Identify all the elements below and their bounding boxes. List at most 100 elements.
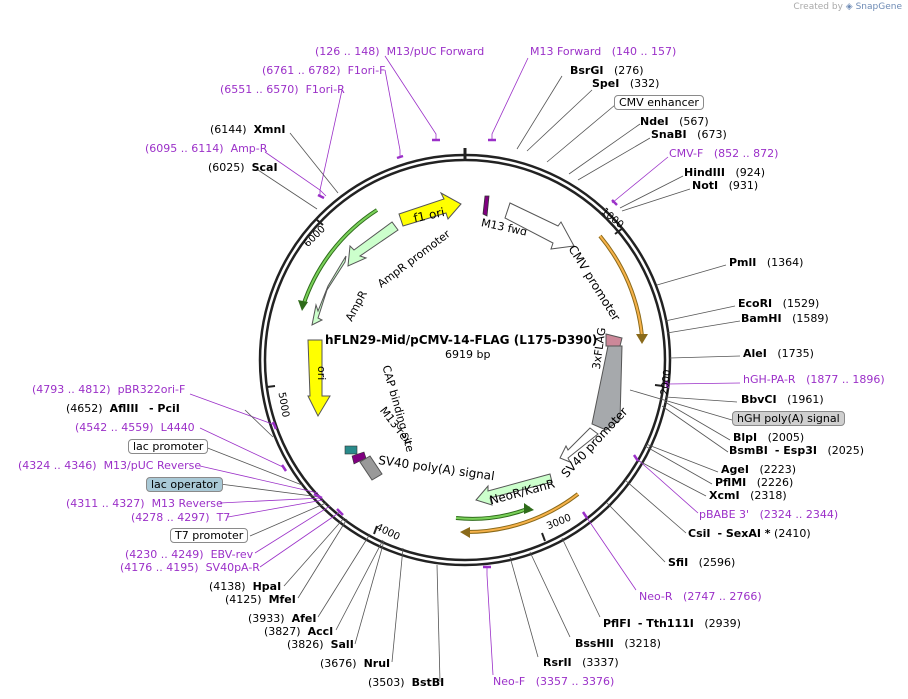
pos: (4138) [209,580,246,593]
pos: (2410) [774,527,811,540]
primer-mark-pbabe3 [632,454,640,462]
label-pflfi[interactable]: PflFI - Tth111I (2939) [603,617,741,630]
tick-2000 [654,384,664,387]
label-afei[interactable]: (3933) AfeI [248,612,316,625]
leader-cmv-enhancer [546,104,616,163]
label-blpi[interactable]: BlpI (2005) [733,431,804,444]
name: NdeI [640,115,669,128]
name: HindIII [684,166,725,179]
name: CsiI [688,527,711,540]
label-bsmbi[interactable]: BsmBI - Esp3I (2025) [729,444,864,457]
label-t7-promoter[interactable]: T7 promoter [170,528,249,543]
leader-m13-forward [491,57,529,140]
feature-sv40-polya [359,455,383,481]
leader-bamhi [666,320,741,334]
leader-scai [257,169,318,210]
name: SV40pA-R [205,561,260,574]
label-csii[interactable]: CsiI - SexAI * (2410) [688,527,811,540]
name: CMV-F [669,147,704,160]
leader-agei [645,443,719,473]
label-cmv-enhancer[interactable]: CMV enhancer [614,95,704,110]
feature-f1-ori [398,191,462,227]
label-rsrii[interactable]: RsrII (3337) [543,656,619,669]
leader-ebv-rev [254,505,331,554]
feature-label-f1-ori: f1 ori [412,205,446,225]
tick-label-1000: 1000 [599,206,626,231]
label-xcmi[interactable]: XcmI (2318) [709,489,787,502]
label-hindiii[interactable]: HindIII (924) [684,166,765,179]
label-bsshii[interactable]: BssHII (3218) [575,637,661,650]
label-alei[interactable]: AleI (1735) [743,347,814,360]
label-bamhi[interactable]: BamHI (1589) [741,312,829,325]
label-bsrgi[interactable]: BsrGI (276) [570,64,644,77]
label-spei[interactable]: SpeI (332) [592,77,659,90]
feature-3xflag [605,333,623,347]
name: ScaI [251,161,278,174]
range: (4311 .. 4327) [66,497,145,510]
feature-label-ori: ori [315,366,328,380]
label-lac-operator[interactable]: lac operator [146,477,223,492]
primer-mark-sv40pa-r [336,508,344,516]
label-scai[interactable]: (6025) ScaI [208,161,278,174]
label-xmni[interactable]: (6144) XmnI [210,123,285,136]
pos: (3337) [582,656,619,669]
primer-mark-f1ori-f [396,154,404,160]
label-f1ori-r[interactable]: (6551 .. 6570) F1ori-R [220,83,345,96]
label-cmv-f[interactable]: CMV-F (852 .. 872) [669,147,778,160]
label-pbabe3[interactable]: pBABE 3' (2324 .. 2344) [699,508,838,521]
label-acci[interactable]: (3827) AccI [264,625,333,638]
label-sali[interactable]: (3826) SalI [287,638,354,651]
label-pflmi[interactable]: PflMI (2226) [715,476,793,489]
name: EcoRI [738,297,773,310]
range: (6761 .. 6782) [262,64,341,77]
label-m13puc-fwd[interactable]: (126 .. 148) M13/pUC Forward [315,45,484,58]
name: BssHII [575,637,614,650]
label-nrui[interactable]: (3676) NruI [320,657,390,670]
plasmid-size: 6919 bp [445,348,491,361]
label-neo-r[interactable]: Neo-R (2747 .. 2766) [639,590,762,603]
primer-mark-cmv-f [611,199,618,206]
label-bbvci[interactable]: BbvCI (1961) [741,393,824,406]
label-l4440[interactable]: (4542 .. 4559) L4440 [75,421,195,434]
label-sfii[interactable]: SfiI (2596) [668,556,735,569]
feature-label-3xflag: 3xFLAG [590,327,609,370]
label-neo-f[interactable]: Neo-F (3357 .. 3376) [493,675,614,688]
label-noti[interactable]: NotI (931) [692,179,758,192]
leader-t7 [227,499,324,518]
label-afliii[interactable]: (4652) AflIII - PciI [66,402,180,415]
label-lac-promoter[interactable]: lac promoter [128,439,209,454]
label-ecori[interactable]: EcoRI (1529) [738,297,819,310]
label-amp-r[interactable]: (6095 .. 6114) Amp-R [145,142,267,155]
name: AflIII [109,402,139,415]
name: M13 Reverse [151,497,223,510]
credit-prefix: Created by [793,2,843,12]
label-sv40pa-r[interactable]: (4176 .. 4195) SV40pA-R [120,561,260,574]
label-hgh-polya[interactable]: hGH poly(A) signal [732,411,845,426]
label-hgh-pa-r[interactable]: hGH-PA-R (1877 .. 1896) [743,373,885,386]
feature-hgh-region-gray [591,345,623,431]
range: (4176 .. 4195) [120,561,199,574]
pos: (2318) [750,489,787,502]
label-pbr322ori-f[interactable]: (4793 .. 4812) pBR322ori-F [32,383,185,396]
label-bstbi[interactable]: (3503) BstBI [368,676,444,689]
label-pmli[interactable]: PmlI (1364) [729,256,803,269]
label-ndei[interactable]: NdeI (567) [640,115,709,128]
label-mfei[interactable]: (4125) MfeI [225,593,296,606]
label-agei[interactable]: AgeI (2223) [721,463,796,476]
pos: (1364) [766,256,804,269]
label-m13-forward[interactable]: M13 Forward (140 .. 157) [530,45,676,58]
range: (4324 .. 4346) [18,459,97,472]
cmv-region-arc [598,234,644,337]
label-f1ori-f[interactable]: (6761 .. 6782) F1ori-F [262,64,386,77]
label-hpai[interactable]: (4138) HpaI [209,580,281,593]
primer-mark-l4440 [280,464,288,472]
label-m13-reverse[interactable]: (4311 .. 4327) M13 Reverse [66,497,223,510]
label-t7[interactable]: (4278 .. 4297) T7 [131,511,230,524]
alias: - Tth111I [637,617,694,630]
pos: (3933) [248,612,285,625]
pos: (3503) [368,676,405,689]
label-snabi[interactable]: SnaBI (673) [651,128,727,141]
label-m13puc-rev[interactable]: (4324 .. 4346) M13/pUC Reverse [18,459,201,472]
name: AgeI [721,463,749,476]
label-ebv-rev[interactable]: (4230 .. 4249) EBV-rev [125,548,253,561]
